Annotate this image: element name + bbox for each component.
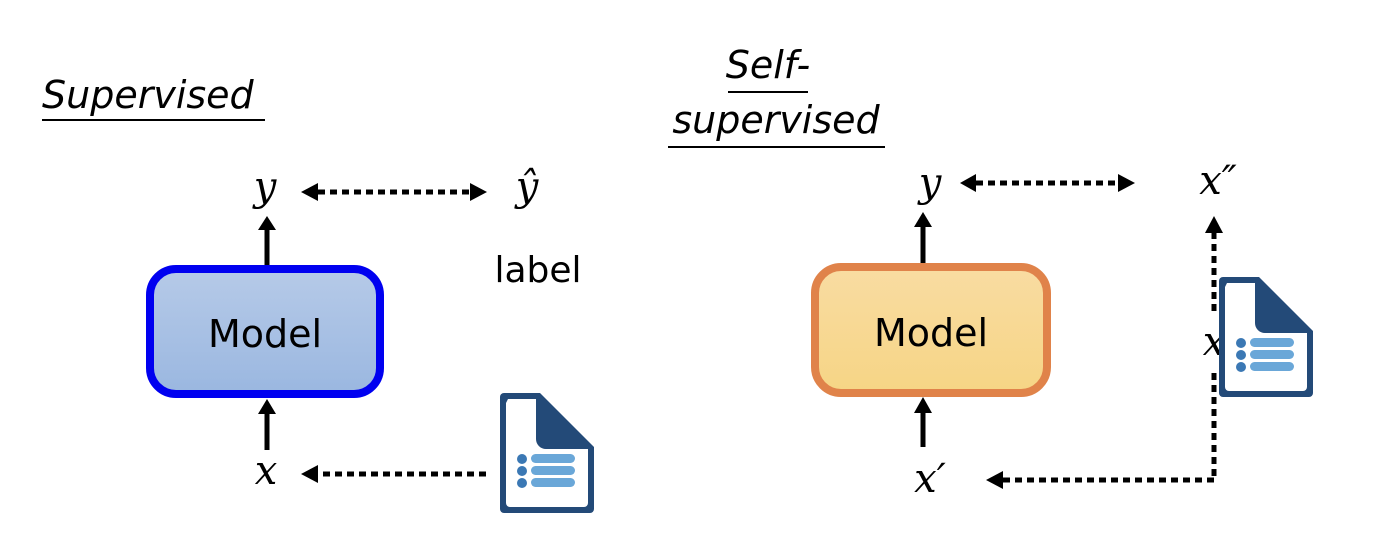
input-x: x — [255, 448, 278, 494]
arrowhead — [258, 216, 276, 230]
supervised-model-box — [146, 265, 384, 398]
supervised-panel: Supervised Model y ŷ label x — [42, 73, 594, 513]
output-y: y — [917, 160, 943, 206]
model-label: Model — [208, 312, 322, 356]
model-label: Model — [874, 311, 988, 355]
target-y-hat: ŷ — [514, 164, 540, 210]
document-icon — [1219, 277, 1313, 397]
document-icon — [500, 393, 594, 513]
target-x-double-prime: x″ — [1199, 158, 1237, 204]
output-y: y — [252, 164, 278, 210]
self-supervised-panel: Self- supervised Model y x″ x x′ — [668, 43, 1313, 502]
input-x-prime: x′ — [914, 456, 946, 502]
self-supervised-title-line2: supervised — [672, 98, 880, 142]
supervised-title: Supervised — [42, 73, 255, 117]
label-caption: label — [494, 250, 581, 291]
self-supervised-title-line1: Self- — [726, 43, 810, 87]
self-supervised-model-box — [811, 263, 1051, 397]
